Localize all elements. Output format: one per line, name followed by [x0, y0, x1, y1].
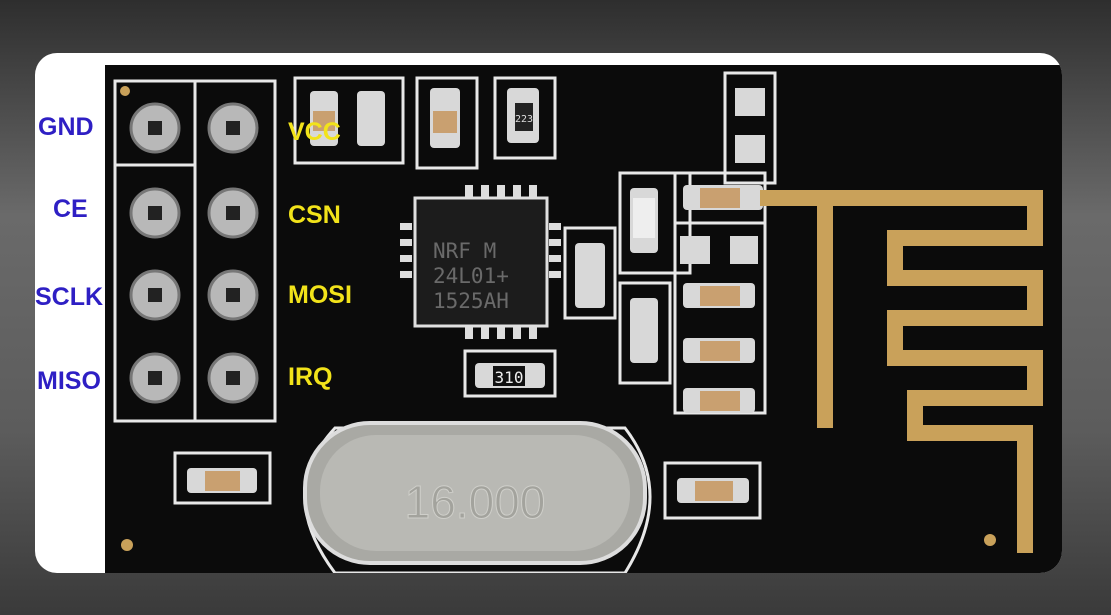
pin-header-outline [113, 79, 277, 423]
pin-label-sclk: SCLK [35, 283, 104, 311]
resistor-marking-310: 310 [495, 368, 524, 387]
nrf24l01-module-photo: 223 310 NRF M 24L01+ 1525AH 16.000 [105, 65, 1062, 573]
chip-marking-line-3: 1525AH [433, 289, 509, 313]
chip-marking-line-2: 24L01+ [433, 264, 509, 288]
header-pins [129, 102, 259, 404]
mounting-dot [121, 539, 133, 551]
pin-label-ce: CE [53, 195, 88, 223]
pin-label-irq: IRQ [288, 363, 333, 391]
pin-label-mosi: MOSI [288, 281, 352, 309]
pcb-trace-antenna [760, 190, 1043, 553]
resistor-marking-223: 223 [515, 114, 533, 125]
pin-label-miso: MISO [37, 367, 101, 395]
crystal-marking: 16.000 [405, 476, 546, 528]
smd-components: 223 310 [173, 71, 777, 520]
chip-marking-line-1: NRF M [433, 239, 496, 263]
pin-label-vcc: VCC [288, 118, 341, 146]
pin-label-csn: CSN [288, 201, 341, 229]
image-card: 223 310 NRF M 24L01+ 1525AH 16.000 [35, 53, 1062, 573]
mounting-dot [984, 534, 996, 546]
pin-label-gnd: GND [38, 113, 94, 141]
crystal-oscillator: 16.000 [303, 421, 652, 573]
mounting-dot [120, 86, 130, 96]
nrf24l01-chip: NRF M 24L01+ 1525AH [400, 185, 561, 339]
